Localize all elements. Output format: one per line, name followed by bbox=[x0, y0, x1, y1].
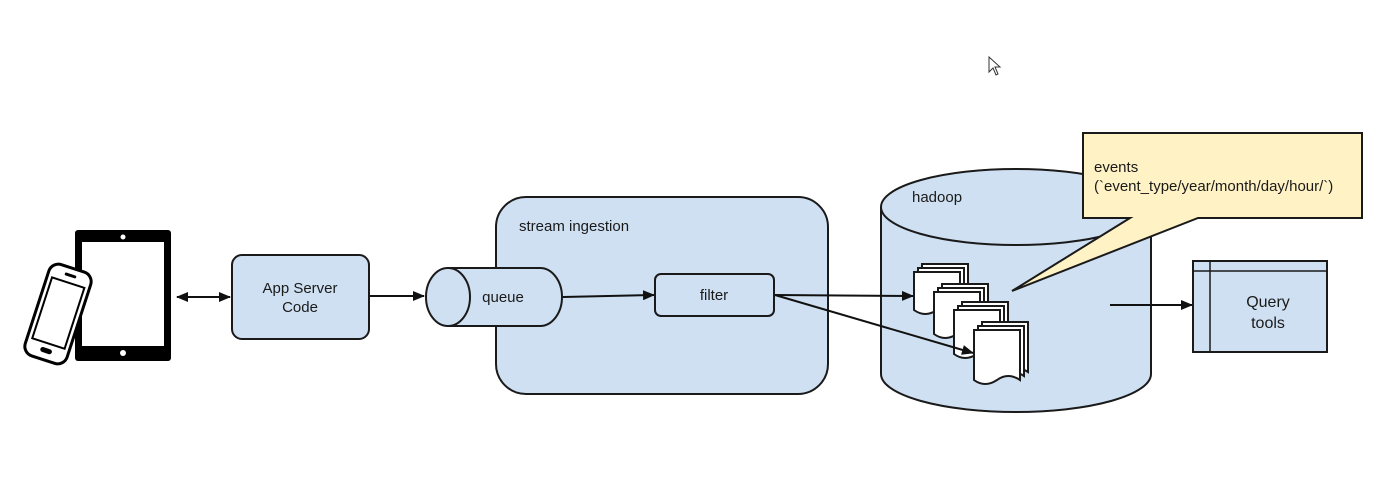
app-server-label-line1: App Server bbox=[262, 280, 337, 297]
filter-node: filter bbox=[654, 273, 775, 317]
hadoop-label: hadoop bbox=[912, 189, 962, 206]
query-tools-label-line2: tools bbox=[1251, 315, 1285, 332]
events-callout: events (`event_type/year/month/day/hour/… bbox=[1011, 132, 1363, 292]
smartphone-icon bbox=[23, 262, 93, 366]
queue-node: queue bbox=[425, 267, 563, 327]
edge-filter-hadoop-lower bbox=[774, 294, 974, 355]
query-tools-node: Query tools bbox=[1192, 260, 1328, 353]
callout-line2: (`event_type/year/month/day/hour/`) bbox=[1094, 178, 1333, 195]
queue-label: queue bbox=[482, 289, 524, 306]
app-server-label-line2: Code bbox=[282, 299, 318, 316]
edge-queue-filter bbox=[562, 290, 655, 301]
stream-ingestion-label: stream ingestion bbox=[519, 218, 629, 235]
edge-filter-hadoop-upper bbox=[774, 290, 914, 301]
callout-line1: events bbox=[1094, 159, 1138, 176]
cursor-icon bbox=[988, 55, 1002, 76]
app-server-node: App Server Code bbox=[231, 254, 370, 340]
query-tools-label-line1: Query bbox=[1246, 294, 1290, 311]
filter-label: filter bbox=[700, 287, 728, 304]
tablet-icon bbox=[75, 230, 171, 361]
document-stack-icon bbox=[913, 263, 1029, 385]
